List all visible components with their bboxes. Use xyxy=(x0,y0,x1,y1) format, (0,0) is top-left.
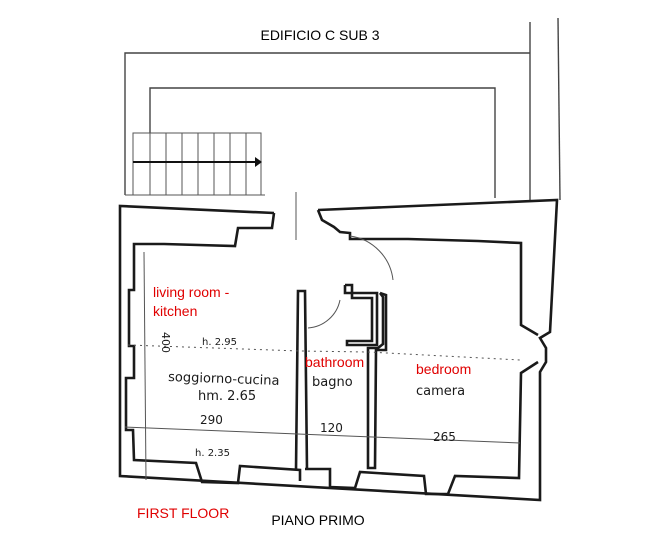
living-height: hm. 2.65 xyxy=(198,389,256,404)
living-height-low: h. 2.35 xyxy=(195,448,230,459)
living-label-en-1: living room - xyxy=(153,284,230,300)
floor-title: PIANO PRIMO xyxy=(271,512,364,528)
bed-width: 265 xyxy=(433,430,456,444)
living-height-high: h. 2.95 xyxy=(202,337,237,348)
building-title: EDIFICIO C SUB 3 xyxy=(260,27,379,43)
staircase xyxy=(132,132,262,196)
living-label-it: soggiorno-cucina xyxy=(168,370,280,389)
door-swings xyxy=(307,235,394,329)
terrace-outline xyxy=(124,17,561,201)
living-depth: 400 xyxy=(159,332,172,353)
bed-label-it: camera xyxy=(416,384,465,399)
bed-label-en: bedroom xyxy=(416,361,471,377)
living-label-en-2: kitchen xyxy=(153,303,197,319)
depth-dimension-line xyxy=(143,251,147,481)
bath-label-en: bathroom xyxy=(305,354,364,370)
walls xyxy=(118,198,559,502)
bath-label-it: bagno xyxy=(312,375,353,390)
living-width: 290 xyxy=(200,413,223,427)
floor-label-en: FIRST FLOOR xyxy=(137,505,229,521)
width-dimension-line xyxy=(124,426,521,444)
bath-width: 120 xyxy=(320,421,343,435)
